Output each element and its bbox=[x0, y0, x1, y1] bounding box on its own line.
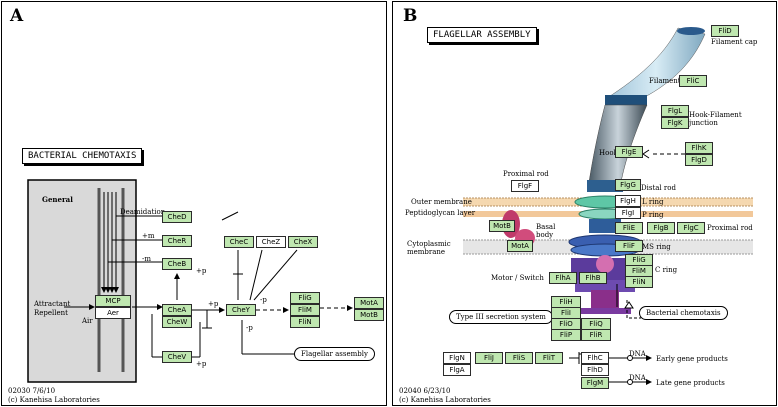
gene-flgA[interactable]: FlgA bbox=[443, 364, 471, 376]
gene-flgG[interactable]: FlgG bbox=[615, 179, 641, 191]
gene-flgI[interactable]: FlgI bbox=[615, 207, 641, 219]
gene-fliE[interactable]: FliE bbox=[615, 222, 643, 234]
label-late-gene-products: Late gene products bbox=[656, 379, 725, 387]
gene-flgH[interactable]: FlgH bbox=[615, 195, 641, 207]
label-basal: Basal bbox=[536, 223, 556, 231]
type-iii-secretion-link[interactable]: Type III secretion system bbox=[449, 310, 553, 324]
plus-p-label-3: +p bbox=[196, 360, 207, 368]
gene-fliP[interactable]: FliP bbox=[551, 329, 581, 341]
label-membrane: membrane bbox=[407, 248, 446, 256]
gene-fliN[interactable]: FliN bbox=[625, 276, 653, 288]
gene-flgC[interactable]: FlgC bbox=[677, 222, 705, 234]
gene-fliC[interactable]: FliC bbox=[679, 75, 707, 87]
general-label: General bbox=[42, 195, 73, 204]
gene-motA[interactable]: MotA bbox=[354, 297, 384, 309]
gene-flhD[interactable]: FlhD bbox=[581, 364, 609, 376]
gene-fliS[interactable]: FliS bbox=[505, 352, 533, 364]
panel-b-label: B bbox=[403, 6, 418, 26]
label-cytoplasmic: Cytoplasmic bbox=[407, 240, 451, 248]
label-peptidoglycan: Peptidoglycan layer bbox=[405, 209, 476, 217]
plus-p-label-2: +p bbox=[208, 300, 219, 308]
label-hook-filament: Hook-Filament bbox=[689, 111, 742, 119]
gene-flhB[interactable]: FlhB bbox=[579, 272, 607, 284]
label-distal-rod: Distal rod bbox=[641, 184, 676, 192]
label-motor-switch: Motor / Switch bbox=[491, 274, 544, 282]
gene-motB[interactable]: MotB bbox=[489, 220, 515, 232]
flagellar-assembly-link[interactable]: Flagellar assembly bbox=[294, 347, 375, 361]
gene-flgD[interactable]: FlgD bbox=[685, 154, 713, 166]
gene-motA[interactable]: MotA bbox=[507, 240, 533, 252]
gene-fliT[interactable]: FliT bbox=[535, 352, 563, 364]
minus-p-label-2: -p bbox=[246, 324, 253, 332]
gene-flgK[interactable]: FlgK bbox=[661, 117, 689, 129]
gene-aer[interactable]: Aer bbox=[95, 307, 131, 319]
minus-p-label-1: -p bbox=[260, 296, 267, 304]
gene-cheB[interactable]: CheB bbox=[162, 258, 192, 270]
gene-fliJ[interactable]: FliJ bbox=[475, 352, 503, 364]
label-dna-2: DNA bbox=[629, 374, 646, 382]
gene-cheV[interactable]: CheV bbox=[162, 351, 192, 363]
panel-a-title: BACTERIAL CHEMOTAXIS bbox=[22, 148, 143, 164]
methylation-label: +m bbox=[142, 232, 155, 240]
label-filament: Filament bbox=[649, 77, 681, 85]
gene-cheX[interactable]: CheX bbox=[288, 236, 318, 248]
label-body: body bbox=[536, 231, 554, 239]
label-proximal-rod-top: Proximal rod bbox=[503, 170, 549, 178]
panel-a-footer-copyright: (c) Kanehisa Laboratories bbox=[8, 396, 100, 404]
repellent-label: Repellent bbox=[34, 309, 68, 317]
panel-a-connectors bbox=[27, 179, 353, 383]
label-ms-ring: MS ring bbox=[642, 243, 671, 251]
gene-flhK[interactable]: FlhK bbox=[685, 142, 713, 154]
label-early-gene-products: Early gene products bbox=[656, 355, 728, 363]
panel-a-bacterial-chemotaxis: A BACTERIAL CHEMOTAXIS General Deamidati… bbox=[1, 1, 387, 406]
panel-b-title: FLAGELLAR ASSEMBLY bbox=[427, 27, 537, 43]
gene-cheC[interactable]: CheC bbox=[224, 236, 254, 248]
gene-fliD[interactable]: FliD bbox=[711, 25, 739, 37]
gene-flgB[interactable]: FlgB bbox=[647, 222, 675, 234]
gene-flhC[interactable]: FlhC bbox=[581, 352, 609, 364]
plus-p-label-1: +p bbox=[196, 267, 207, 275]
gene-flgF[interactable]: FlgF bbox=[511, 180, 539, 192]
gene-fliH[interactable]: FliH bbox=[551, 296, 581, 308]
gene-flgN[interactable]: FlgN bbox=[443, 352, 471, 364]
gene-cheY[interactable]: CheY bbox=[226, 304, 256, 316]
panel-b-footer-copyright: (c) Kanehisa Laboratories bbox=[399, 396, 491, 404]
panel-b-flagellar-assembly: B FLAGELLAR ASSEMBLY Filament cap Filame… bbox=[392, 1, 777, 406]
label-outer-membrane: Outer membrane bbox=[411, 198, 472, 206]
panel-a-label: A bbox=[10, 6, 24, 26]
label-c-ring: C ring bbox=[655, 266, 678, 274]
label-filament-cap: Filament cap bbox=[711, 38, 758, 46]
panel-b-footer-id: 02040 6/23/10 bbox=[399, 387, 451, 395]
gene-cheA[interactable]: CheA bbox=[162, 304, 192, 316]
panel-a-footer-id: 02030 7/6/10 bbox=[8, 387, 56, 395]
gene-fliN[interactable]: FliN bbox=[290, 316, 320, 328]
label-p-ring: P ring bbox=[642, 211, 664, 219]
gene-mcp[interactable]: MCP bbox=[95, 295, 131, 307]
gene-cheD[interactable]: CheD bbox=[162, 211, 192, 223]
deamidation-label: Deamidation bbox=[120, 208, 166, 216]
label-l-ring: L ring bbox=[642, 198, 664, 206]
gene-cheR[interactable]: CheR bbox=[162, 235, 192, 247]
attractant-label: Attractant bbox=[34, 300, 71, 308]
bacterial-chemotaxis-link[interactable]: Bacterial chemotaxis bbox=[639, 306, 728, 320]
gene-fliG[interactable]: FliG bbox=[290, 292, 320, 304]
label-dna-1: DNA bbox=[629, 350, 646, 358]
gene-flgE[interactable]: FlgE bbox=[615, 146, 643, 158]
demethylation-label: -m bbox=[142, 255, 152, 263]
label-hook: Hook bbox=[599, 149, 618, 157]
gene-fliR[interactable]: FliR bbox=[581, 329, 611, 341]
label-proximal-rod: Proximal rod bbox=[707, 224, 753, 232]
panel-b-structure-drawing bbox=[463, 27, 753, 385]
gene-cheW[interactable]: CheW bbox=[162, 316, 192, 328]
air-label: Air bbox=[82, 317, 93, 325]
gene-fliF[interactable]: FliF bbox=[615, 240, 643, 252]
gene-fliM[interactable]: FliM bbox=[290, 304, 320, 316]
gene-flgL[interactable]: FlgL bbox=[661, 105, 689, 117]
label-junction: junction bbox=[689, 119, 718, 127]
gene-motB[interactable]: MotB bbox=[354, 309, 384, 321]
gene-flhA[interactable]: FlhA bbox=[549, 272, 577, 284]
gene-flgM[interactable]: FlgM bbox=[581, 377, 609, 389]
gene-cheZ[interactable]: CheZ bbox=[256, 236, 286, 248]
